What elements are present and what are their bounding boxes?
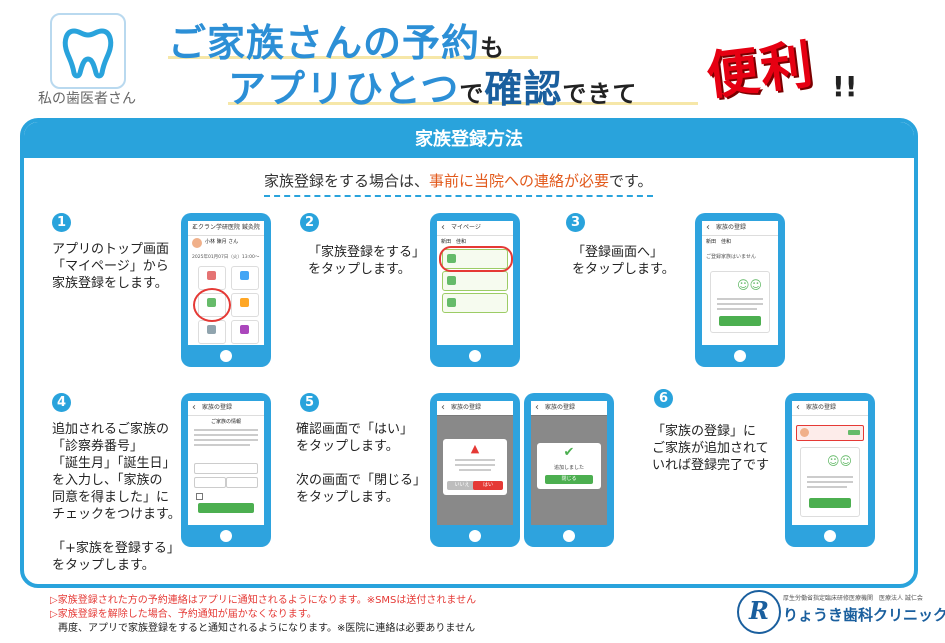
home-button	[469, 530, 481, 542]
step-number: 1	[52, 213, 71, 232]
step-text: 「家族の登録」に ご家族が追加されて いれば登録完了です	[652, 424, 770, 473]
step-text: 「登録画面へ」 をタップします。	[572, 245, 675, 277]
step-text: 確認画面で「はい」 をタップします。 次の画面で「閉じる」 をタップします。	[296, 422, 427, 505]
no-button[interactable]: いいえ	[447, 481, 477, 490]
notice-tile[interactable]	[231, 293, 259, 317]
home-button	[469, 350, 481, 362]
visit-history-row[interactable]	[442, 271, 508, 291]
phone-mock-step2: マイページ 新田 佳和	[430, 213, 520, 367]
register-family-row[interactable]	[442, 249, 508, 269]
home-button	[563, 530, 575, 542]
phone-mock-step6: 家族の登録 ☺☺	[785, 393, 875, 547]
register-family-button[interactable]	[198, 503, 254, 513]
form-heading: ご家族の情報	[210, 419, 241, 425]
check-icon: ✔	[563, 445, 575, 460]
highlight-circle	[193, 288, 231, 322]
tooth-icon	[62, 28, 114, 79]
intro-text: 家族登録をする場合は、事前に当院への連絡が必要です。	[264, 170, 653, 197]
footer-note-2: ▷家族登録を解除した場合、予約通知が届かなくなります。	[50, 609, 317, 620]
home-button	[734, 350, 746, 362]
go-register-button[interactable]	[809, 498, 851, 508]
user-name: 新田 佳和	[706, 239, 732, 245]
home-button	[824, 530, 836, 542]
step-number: 4	[52, 393, 71, 412]
no-family-message: ご登録家族はいません	[706, 254, 756, 260]
user-name: 小林 陳月 さん	[205, 239, 239, 245]
consent-checkbox[interactable]	[196, 493, 203, 500]
headline-benri: 便利	[703, 34, 818, 108]
go-register-button[interactable]	[719, 316, 761, 326]
done-message: 追加しました	[553, 465, 584, 471]
highlight-circle	[439, 246, 513, 272]
app-logo	[50, 13, 126, 89]
clinic-name: りょうき歯科クリニック	[783, 606, 945, 624]
screen-bar: 家族の登録	[702, 221, 778, 236]
phone-mock-step5-confirm: 家族の登録 ▲ いいえ はい	[430, 393, 520, 547]
screen-bar: 家族の登録	[792, 401, 868, 416]
done-dialog: ✔ 追加しました 閉じる	[537, 443, 601, 489]
family-icon: ☺☺	[737, 278, 763, 292]
birth-month-input[interactable]	[194, 477, 226, 488]
birth-day-input[interactable]	[226, 477, 258, 488]
step-number: 6	[654, 389, 673, 408]
status-badge	[848, 430, 860, 435]
warning-icon: ▲	[470, 442, 480, 455]
card-title: 家族登録方法	[24, 122, 914, 158]
headline-underline	[228, 102, 698, 105]
screen-bar: マイページ	[437, 221, 513, 236]
screen-bar: 家族の登録	[437, 401, 513, 416]
checkin-tile[interactable]	[198, 266, 226, 290]
phone-mock-step5-done: 家族の登録 ✔ 追加しました 閉じる	[524, 393, 614, 547]
add-record-row[interactable]	[442, 293, 508, 313]
step-text: 「家族登録をする」 をタップします。	[308, 245, 426, 277]
avatar	[192, 238, 202, 248]
user-name: 新田 佳和	[441, 239, 467, 245]
screen-bar: 家族の登録	[188, 401, 264, 416]
footer-note-1: ▷家族登録された方の予約連絡はアプリに通知されるようになります。※SMSは送付さ…	[50, 595, 477, 606]
reserve-tile[interactable]	[231, 266, 259, 290]
app-logo-caption: 私の歯医者さん	[38, 91, 136, 107]
card-number-input[interactable]	[194, 463, 258, 474]
phone-mock-step1: エクラン学研医院 鍼灸院 小林 陳月 さん 2025年01月07日（火）13:0…	[181, 213, 271, 367]
info-box: ☺☺	[710, 271, 770, 333]
home-button	[220, 530, 232, 542]
info-box: ☺☺	[800, 447, 860, 517]
step-text: 追加されるご家族の 「診察券番号」 「誕生月」「誕生日」 を入力し、「家族の 同…	[52, 422, 181, 573]
camera-tile[interactable]	[198, 320, 226, 344]
clinic-logo: R	[737, 590, 781, 634]
screen-bar: エクラン学研医院 鍼灸院	[188, 221, 264, 236]
avatar	[800, 428, 809, 437]
step-number: 5	[300, 393, 319, 412]
step-number: 3	[566, 213, 585, 232]
screen-bar: 家族の登録	[531, 401, 607, 416]
close-button[interactable]: 閉じる	[545, 475, 593, 484]
family-row	[796, 425, 864, 441]
headline-line1: ご家族さんの予約も	[168, 21, 506, 65]
yes-button[interactable]: はい	[473, 481, 503, 490]
headline-underline	[168, 56, 538, 59]
clinic-subtitle: 厚生労働省指定臨床研修医療機関 医療法人 誠仁会	[783, 595, 923, 602]
step-number: 2	[300, 213, 319, 232]
home-button	[220, 350, 232, 362]
step-text: アプリのトップ画面 「マイページ」から 家族登録をします。	[52, 242, 170, 291]
appointment-date: 2025年01月07日（火）13:00～	[192, 255, 260, 260]
phone-mock-step3: 家族の登録 新田 佳和 ご登録家族はいません ☺☺	[695, 213, 785, 367]
medical-box-tile[interactable]	[231, 320, 259, 344]
headline-line2: アプリひとつで確認できて	[228, 67, 638, 111]
phone-mock-step4: 家族の登録 ご家族の情報	[181, 393, 271, 547]
confirm-dialog: ▲ いいえ はい	[443, 439, 507, 495]
headline-exclaim: !!	[832, 70, 858, 103]
footer-note-3: 再度、アプリで家族登録をすると通知されるようになります。※医院に連絡は必要ありま…	[58, 623, 476, 634]
family-icon: ☺☺	[827, 454, 853, 468]
